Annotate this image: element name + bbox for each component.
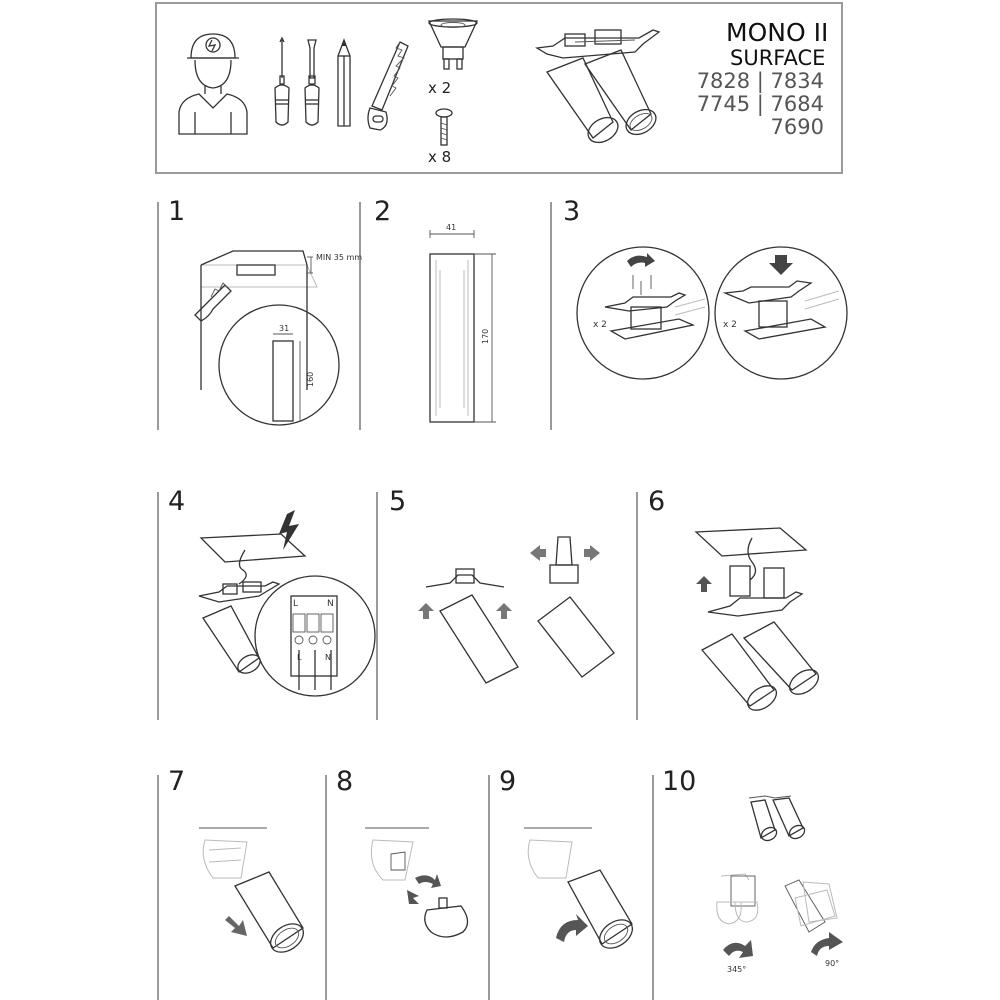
saw-icon bbox=[367, 41, 409, 131]
step5-insert-fixture-illustration bbox=[418, 536, 615, 684]
step4-label-n: N bbox=[327, 599, 334, 609]
step-number-2: 2 bbox=[374, 196, 392, 227]
bulb-quantity: x 2 bbox=[428, 79, 452, 97]
step-number-4: 4 bbox=[168, 486, 186, 517]
step-divider bbox=[359, 202, 361, 430]
step-divider bbox=[488, 775, 490, 1000]
step-number-6: 6 bbox=[648, 486, 666, 517]
screw-quantity: x 8 bbox=[428, 148, 452, 166]
screwdriver-flat-icon bbox=[274, 36, 290, 126]
step-number-8: 8 bbox=[336, 766, 354, 797]
product-code-2: 7745 | 7684 bbox=[696, 92, 824, 116]
step10-tilt-label: 90° bbox=[825, 959, 839, 968]
step-divider bbox=[157, 202, 159, 430]
product-code-3: 7690 bbox=[770, 115, 824, 139]
step7-remove-cover-illustration bbox=[199, 827, 305, 953]
pencil-icon bbox=[337, 38, 351, 127]
step2-width-label: 41 bbox=[446, 223, 456, 232]
step1-min-depth-label: MIN 35 mm bbox=[316, 253, 362, 262]
screw-icon bbox=[435, 108, 453, 146]
step-divider bbox=[636, 492, 638, 720]
step8-insert-bulb-illustration bbox=[365, 827, 469, 938]
step-divider bbox=[157, 492, 159, 720]
step-number-7: 7 bbox=[168, 766, 186, 797]
step2-height-label: 170 bbox=[481, 329, 490, 344]
step4-wiring-illustration: L N L N bbox=[198, 510, 376, 697]
screwdriver-phillips-icon bbox=[304, 39, 320, 126]
step10-adjust-angle-illustration: 345° 90° bbox=[716, 795, 843, 974]
step10-rotation-label: 345° bbox=[727, 965, 746, 974]
gu10-bulb-icon bbox=[427, 18, 479, 70]
step3-qty-b: x 2 bbox=[723, 320, 737, 330]
step4-label-l: L bbox=[293, 599, 298, 609]
step-divider bbox=[325, 775, 327, 1000]
product-title: MONO II bbox=[726, 18, 829, 47]
electrician-icon bbox=[178, 33, 248, 135]
step-divider bbox=[550, 202, 552, 430]
step-number-10: 10 bbox=[662, 766, 697, 797]
step-divider bbox=[376, 492, 378, 720]
step1-cut-ceiling-illustration: 31 MIN 35 mm 160 bbox=[194, 250, 362, 426]
step-number-5: 5 bbox=[389, 486, 407, 517]
step-number-3: 3 bbox=[563, 196, 581, 227]
step3-qty-a: x 2 bbox=[593, 320, 607, 330]
step-number-1: 1 bbox=[168, 196, 186, 227]
product-code-1: 7828 | 7834 bbox=[696, 69, 824, 93]
step-divider bbox=[652, 775, 654, 1000]
step1-height-label: 160 bbox=[306, 372, 315, 387]
step4-label-l2: L bbox=[297, 653, 302, 662]
step-number-9: 9 bbox=[499, 766, 517, 797]
product-subtitle: SURFACE bbox=[730, 46, 826, 70]
step6-install-double-illustration bbox=[694, 527, 820, 711]
step1-width-label: 31 bbox=[279, 324, 289, 333]
step9-replace-cover-illustration bbox=[524, 827, 634, 949]
header-panel bbox=[155, 2, 843, 174]
double-spotlight-icon bbox=[535, 29, 661, 144]
step2-cutout-dimensions: 41 170 bbox=[429, 223, 496, 423]
step4-label-n2: N bbox=[325, 653, 331, 662]
step-divider bbox=[157, 775, 159, 1000]
step3-mount-clips-illustration: x 2 x 2 bbox=[576, 246, 848, 380]
